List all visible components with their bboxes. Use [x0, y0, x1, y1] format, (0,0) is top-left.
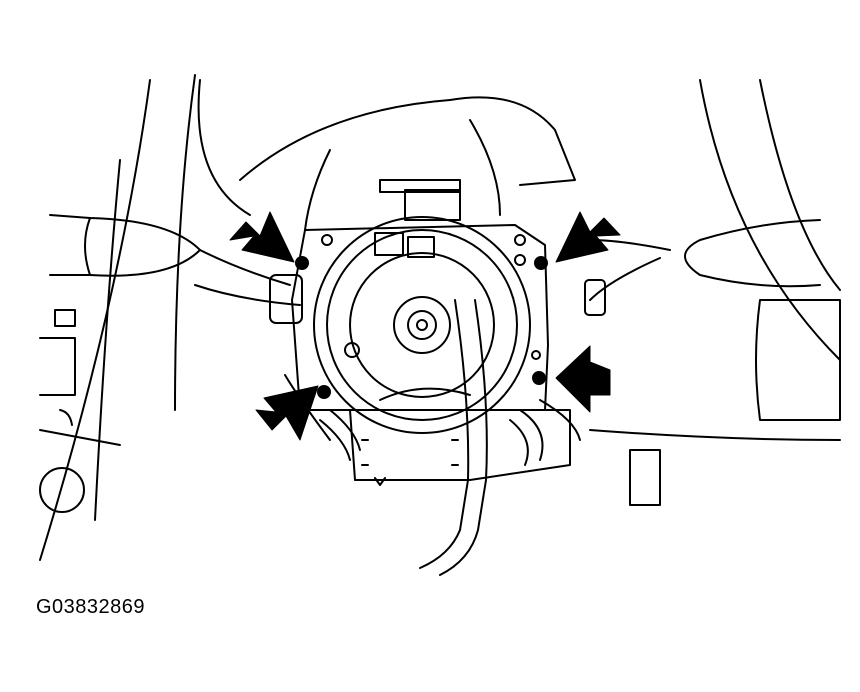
screw-lower-left [317, 385, 331, 399]
mounting-bracket [291, 179, 549, 411]
screw-lower-right [532, 371, 546, 385]
screw-upper-right [534, 256, 548, 270]
callout-arrows [229, 211, 621, 441]
left-switch-stalk [39, 214, 303, 513]
arrow-lower-left [255, 385, 319, 441]
right-switch-stalk [584, 219, 841, 506]
mounting-screws [295, 256, 548, 399]
steering-column-cover [39, 74, 841, 561]
arrow-upper-left [229, 211, 295, 263]
lower-housing [349, 409, 571, 486]
clock-spring [313, 216, 531, 434]
figure-id-label: G03832869 [36, 596, 146, 618]
arrow-upper-right [555, 211, 621, 263]
screw-upper-left [295, 256, 309, 270]
arrow-lower-right [555, 345, 611, 413]
